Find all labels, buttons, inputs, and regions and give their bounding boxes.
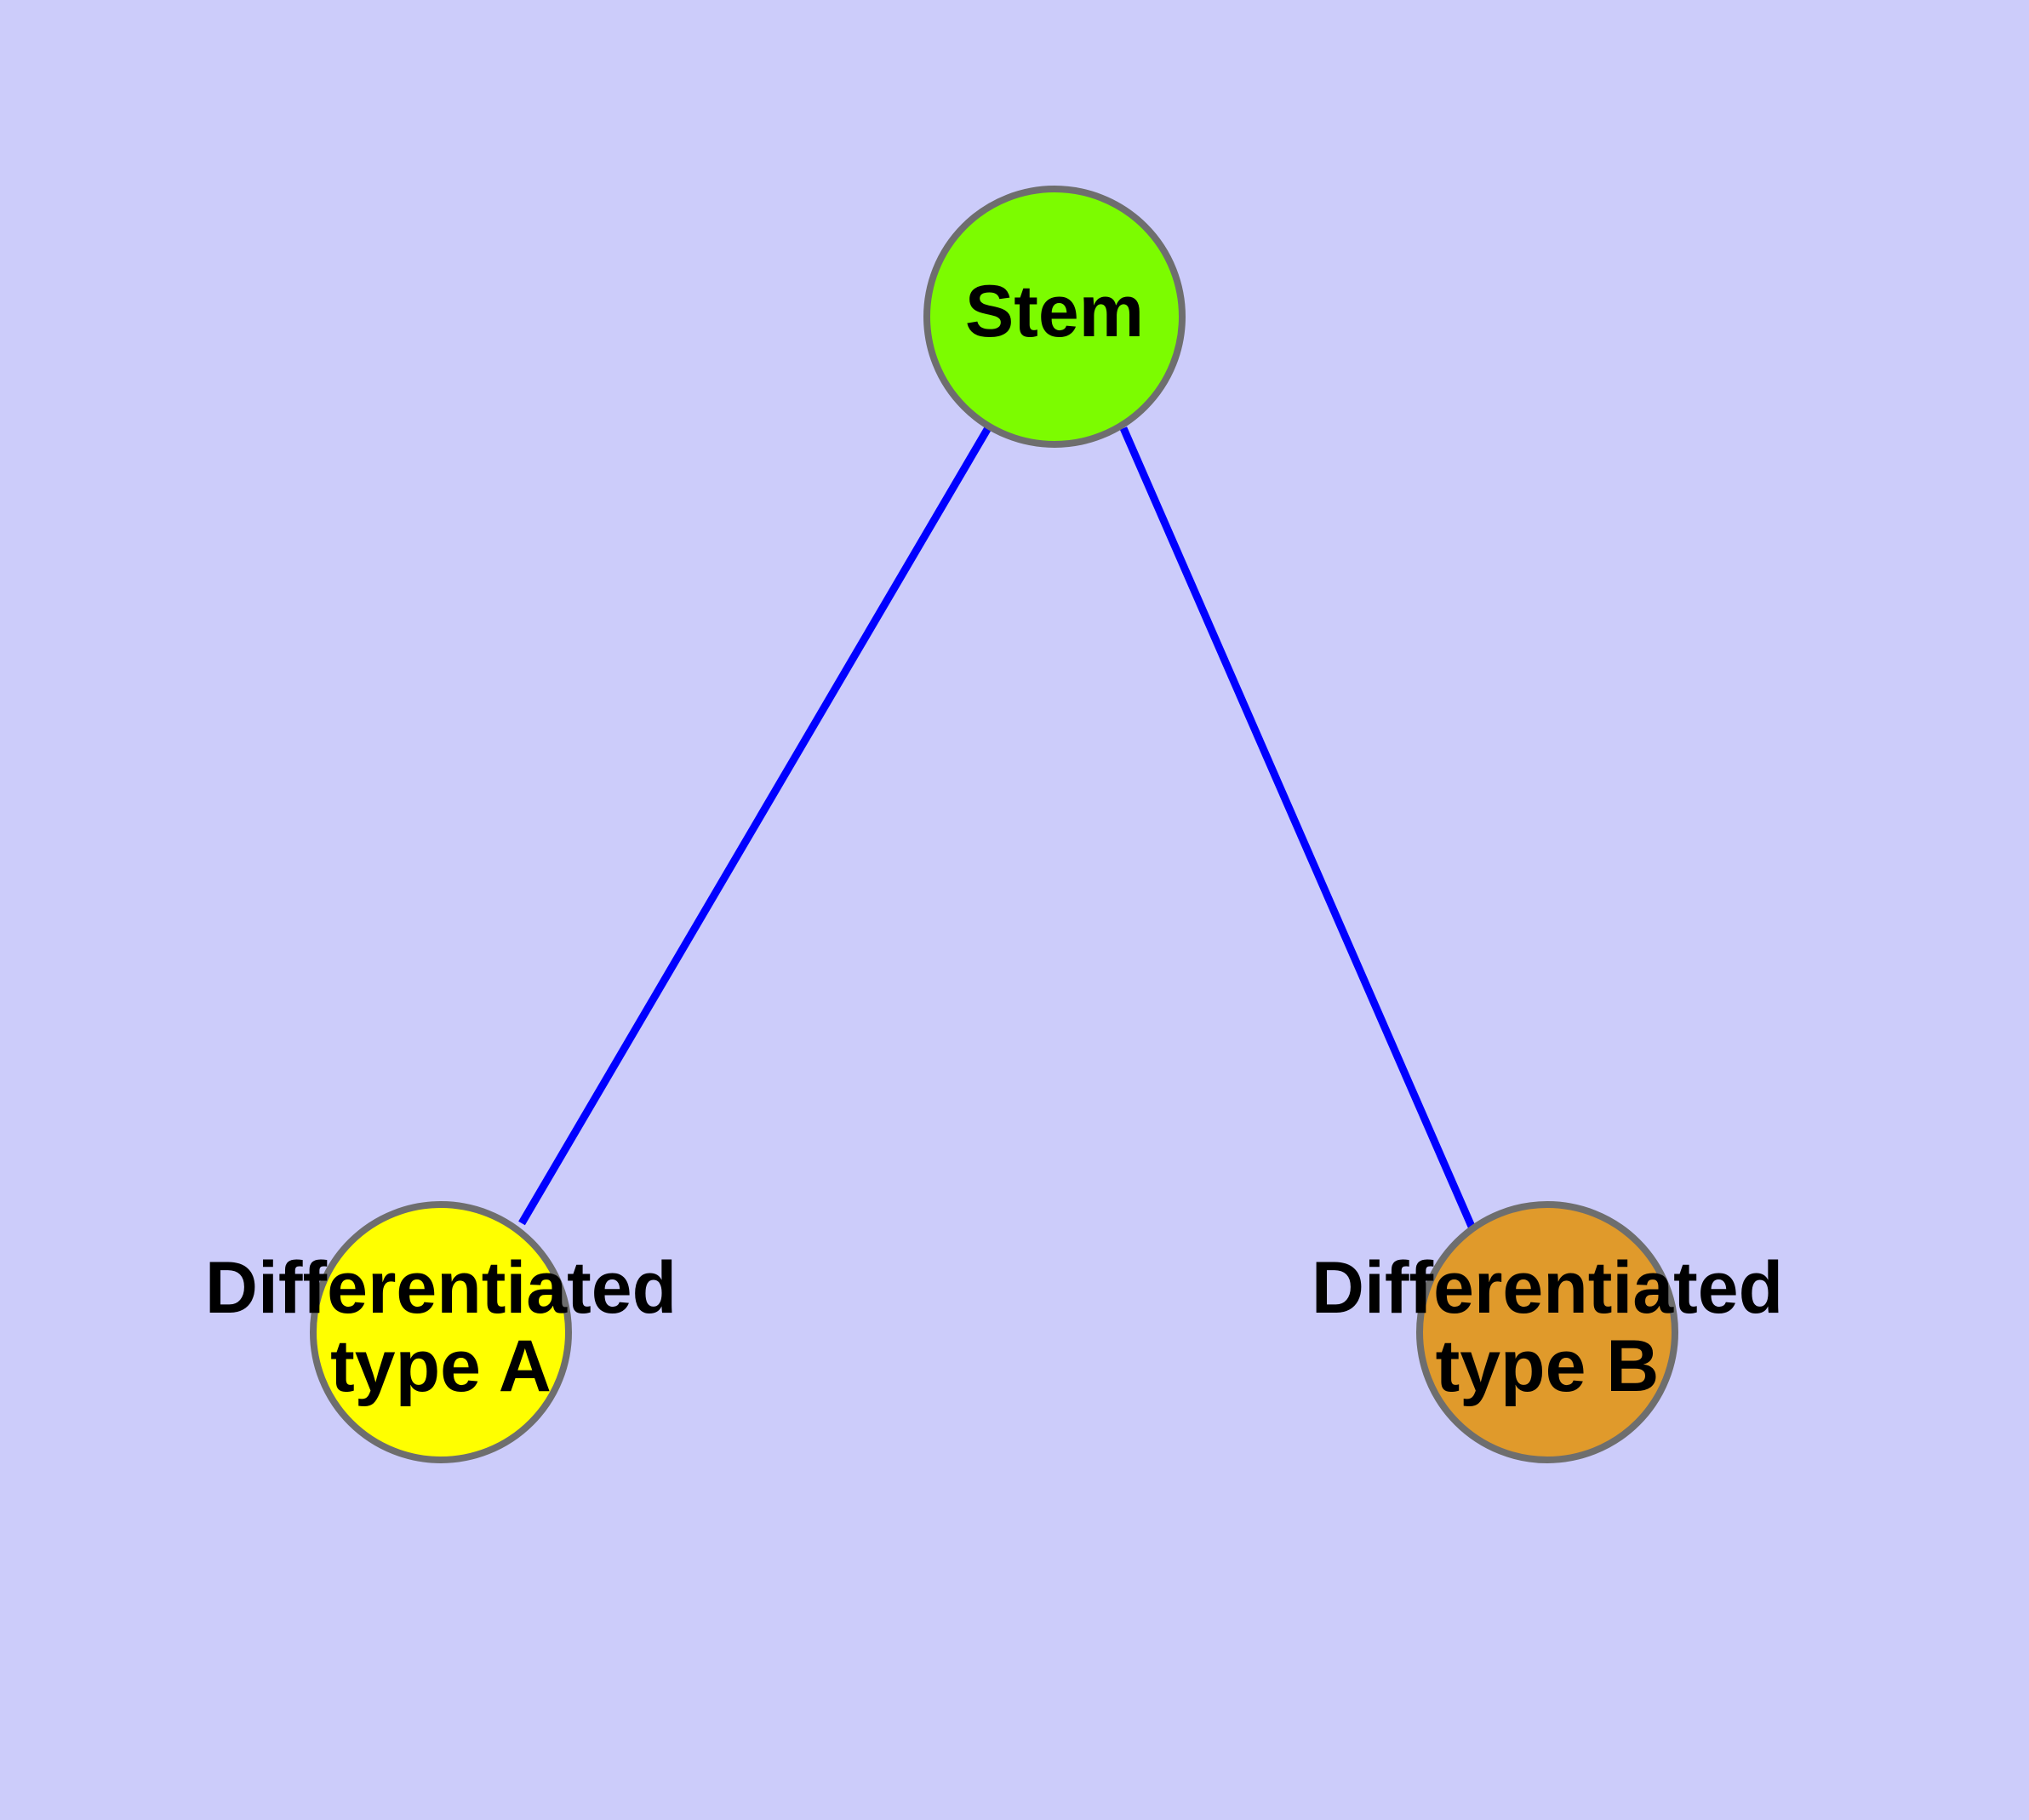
nodes-group xyxy=(310,186,1678,1463)
node-stem[interactable] xyxy=(923,186,1186,448)
node-label-line: Differentiated xyxy=(205,1247,677,1329)
node-label-line: Stem xyxy=(965,271,1144,352)
node-label-stem: Stem xyxy=(965,271,1144,352)
node-label-line: type B xyxy=(1436,1325,1660,1407)
edges-group xyxy=(518,424,1477,1230)
edge-stem-to-diff-b[interactable] xyxy=(1119,426,1477,1230)
edge-stem-to-diff-a[interactable] xyxy=(518,424,992,1226)
node-diff-b[interactable] xyxy=(1416,1201,1678,1463)
node-label-line: Differentiated xyxy=(1312,1247,1783,1329)
node-label-line: type A xyxy=(330,1325,552,1407)
node-diff-a[interactable] xyxy=(310,1201,572,1463)
